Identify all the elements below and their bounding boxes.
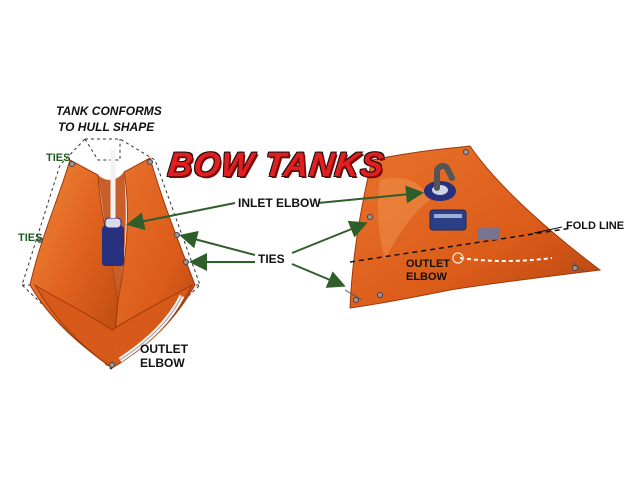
left-tie-1	[69, 161, 75, 167]
left-tie-6	[109, 362, 115, 368]
right-tank-label-plate	[429, 209, 467, 231]
right-tie-line-2	[571, 261, 586, 273]
left-tie-2	[37, 237, 43, 243]
left-tie-3	[147, 159, 153, 165]
ties-arrow-upleft	[179, 230, 256, 256]
hull-top-dashed	[84, 138, 121, 161]
fold-line-label: FOLD LINE	[566, 220, 625, 232]
right-tie-5	[377, 292, 383, 298]
right-outlet-label-line2: ELBOW	[406, 271, 447, 283]
right-tie-3	[463, 149, 469, 155]
callout-arrows	[126, 185, 563, 288]
left-inlet-elbow-cap	[104, 217, 122, 229]
right-tie-1	[373, 163, 379, 169]
ties-label-center: TIES	[258, 252, 285, 266]
left-tie-4	[174, 232, 180, 238]
fold-line-dashed	[349, 227, 573, 263]
left-tank-left-panel	[29, 159, 119, 369]
right-tank-decal	[478, 228, 500, 240]
conforms-label-line2: TO HULL SHAPE	[58, 120, 155, 134]
inlet-elbow-label: INLET ELBOW	[238, 196, 321, 210]
left-bow-tank	[21, 138, 201, 370]
right-tie-line-1	[344, 289, 363, 301]
right-outlet-elbow-marker	[452, 252, 464, 264]
right-tie-2	[367, 214, 373, 220]
right-tie-6	[572, 265, 578, 271]
left-outlet-label-line1: OUTLET	[140, 342, 188, 356]
inlet-arrow-left	[126, 202, 236, 231]
ties-label-left: TIES	[18, 232, 43, 244]
hull-outline-dashed	[21, 138, 201, 370]
right-tank-label-strip	[434, 214, 462, 218]
fold-line-arrow	[533, 226, 563, 234]
right-outlet-tube	[459, 257, 553, 262]
right-tie-4	[353, 297, 359, 303]
left-tie-5	[183, 259, 189, 265]
inlet-arrow-right	[317, 185, 424, 204]
right-inlet-elbow	[434, 162, 455, 191]
left-outlet-tube-edge	[119, 295, 183, 361]
ties-arrow-upright	[291, 220, 368, 254]
conforms-label-line1: TANK CONFORMS	[56, 104, 162, 118]
bow-tanks-title: BOW TANKS	[166, 146, 387, 184]
ties-arrow-downright	[291, 263, 346, 288]
left-inlet-elbow	[102, 226, 124, 266]
ties-label-top: TIES	[46, 152, 71, 164]
right-outlet-label-line1: OUTLET	[406, 258, 450, 270]
left-outlet-label-line2: ELBOW	[140, 356, 185, 370]
